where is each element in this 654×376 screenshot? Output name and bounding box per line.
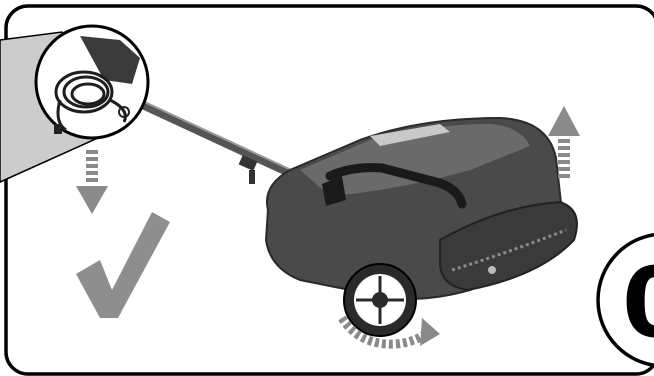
zoom-detail [36,26,148,138]
step-number: 0 [622,247,654,359]
